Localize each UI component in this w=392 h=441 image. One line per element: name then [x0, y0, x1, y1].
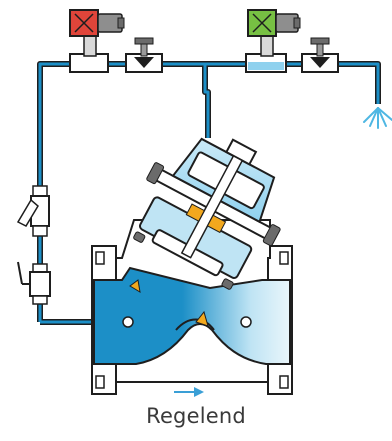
closed-x-icon	[74, 13, 94, 33]
ball-valve	[17, 261, 51, 305]
main-flow-water	[93, 266, 291, 365]
solenoid-valve-closed	[69, 9, 125, 73]
right-arrow-icon	[174, 387, 204, 397]
solenoid-valve-open	[245, 9, 301, 73]
water-spray	[363, 107, 392, 129]
needle-valve-right	[301, 37, 339, 73]
open-x-icon	[252, 13, 272, 33]
y-strainer	[16, 185, 50, 237]
diagram-caption: Regelend	[146, 404, 246, 428]
outlet-port	[240, 316, 252, 328]
needle-valve-left	[125, 37, 163, 73]
valve-actuator	[133, 137, 281, 290]
inlet-port	[122, 316, 134, 328]
